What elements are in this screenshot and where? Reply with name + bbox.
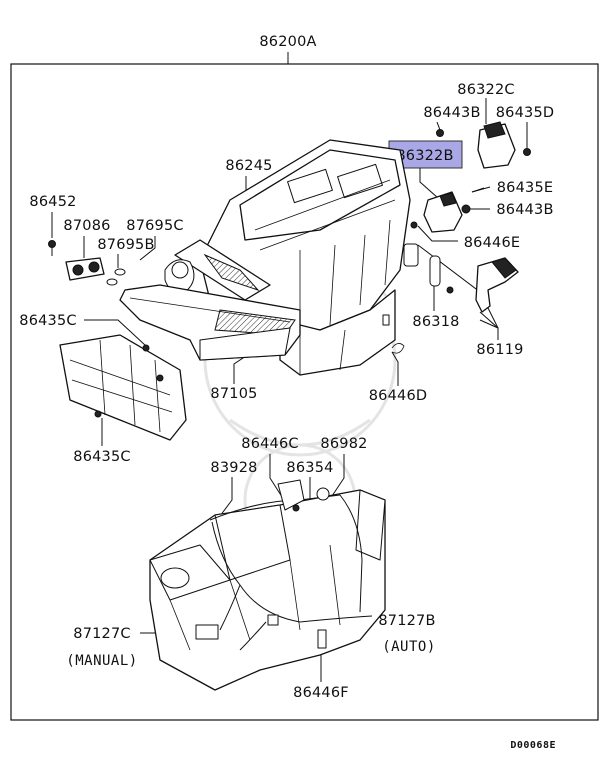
note-auto: (AUTO)	[382, 639, 436, 655]
callout-86318[interactable]: 86318	[412, 314, 459, 330]
callout-86119[interactable]: 86119	[476, 342, 523, 358]
callout-86435e[interactable]: 86435E	[497, 180, 554, 196]
callout-86435d[interactable]: 86435D	[496, 105, 555, 121]
callout-86446e[interactable]: 86446E	[464, 235, 521, 251]
right-small-parts	[391, 255, 519, 354]
callout-86982[interactable]: 86982	[320, 436, 367, 452]
callout-86446c[interactable]: 86446C	[241, 436, 298, 452]
callout-87695b[interactable]: 87695B	[97, 237, 154, 253]
note-manual: (MANUAL)	[66, 653, 137, 669]
callout-86443b-top[interactable]: 86443B	[423, 105, 480, 121]
callout-86322b[interactable]: 86322B	[396, 148, 453, 164]
callout-86435c-left[interactable]: 86435C	[19, 313, 76, 329]
leader-lines	[51, 98, 528, 682]
diagram-frame	[10, 63, 599, 721]
callout-87127c[interactable]: 87127C	[73, 626, 130, 642]
callout-86446f[interactable]: 86446F	[293, 685, 349, 701]
callout-83928[interactable]: 83928	[210, 460, 257, 476]
heater-unit-lower	[149, 479, 386, 691]
small-parts-left	[48, 240, 126, 286]
bracket-86435c	[59, 334, 187, 441]
diagram-title: 86200A	[259, 34, 316, 50]
callout-87127b[interactable]: 87127B	[378, 613, 435, 629]
callout-86354[interactable]: 86354	[286, 460, 333, 476]
callout-86435c-bottom[interactable]: 86435C	[73, 449, 130, 465]
callout-87695c[interactable]: 87695C	[126, 218, 183, 234]
callout-86443b-right[interactable]: 86443B	[496, 202, 553, 218]
callout-86452[interactable]: 86452	[29, 194, 76, 210]
callout-87105[interactable]: 87105	[210, 386, 257, 402]
heater-unit-upper	[119, 139, 419, 376]
callout-86322c[interactable]: 86322C	[457, 82, 514, 98]
callout-86446d[interactable]: 86446D	[369, 388, 428, 404]
catalog-code: D00068E	[510, 740, 556, 751]
callout-87086[interactable]: 87086	[63, 218, 110, 234]
callout-86245[interactable]: 86245	[225, 158, 272, 174]
motor-actuators	[410, 121, 531, 233]
